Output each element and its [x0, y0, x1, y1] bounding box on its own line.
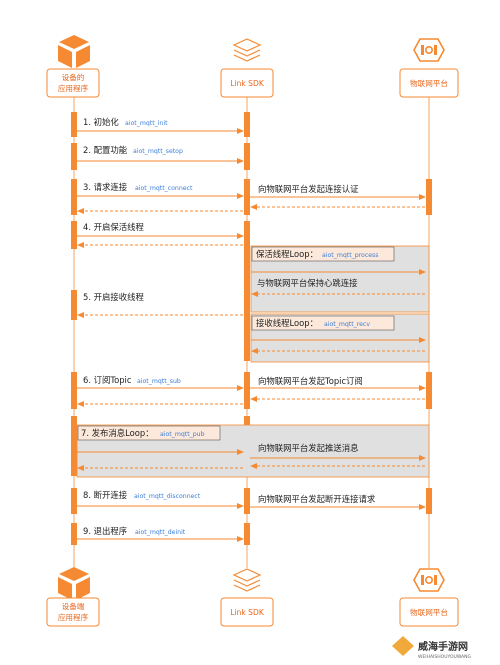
device-activation: [71, 221, 77, 249]
step4-label: 4. 开启保活线程: [83, 222, 145, 232]
step3-label: 3. 请求连接: [83, 182, 128, 192]
step9-api: aiot_mqtt_deinit: [135, 529, 186, 536]
device-activation: [71, 179, 77, 215]
watermark-text: 威海手游网: [418, 640, 468, 653]
platform-iot-icon: [413, 568, 445, 592]
device-participant-top: [46, 68, 100, 98]
step3-platform-msg: 向物联网平台发起连接认证: [258, 184, 359, 194]
platform-participant-top: [399, 68, 459, 98]
step7-platform-msg: 向物联网平台发起推送消息: [258, 443, 359, 453]
sdk-layers-icon: [232, 568, 262, 592]
step8-api: aiot_mqtt_disconnect: [134, 493, 201, 500]
device-label-line2: 应用程序: [58, 83, 89, 93]
platform-activation: [426, 372, 432, 409]
watermark-subtext: WEIHAISHOUYOUWANG: [418, 654, 471, 660]
sdk-activation: [244, 112, 250, 137]
sdk-participant-bottom: [220, 597, 274, 627]
platform-label-top: 物联网平台: [410, 78, 448, 88]
device-bottom-line2: 应用程序: [58, 612, 89, 622]
sdk-participant-top: [220, 68, 274, 98]
keepalive-platform-msg: 与物联网平台保持心跳连接: [257, 278, 358, 288]
sdk-label-bottom: Link SDK: [230, 608, 265, 617]
publish-loop-tab: [77, 425, 221, 441]
sdk-activation: [244, 179, 250, 215]
platform-label-bottom: 物联网平台: [410, 607, 448, 617]
step8-label: 8. 断开连接: [83, 490, 128, 500]
step6-platform-msg: 向物联网平台发起Topic订阅: [258, 376, 363, 386]
recv-loop-tab: [251, 315, 395, 331]
step6-label: 6. 订阅Topic: [83, 375, 132, 385]
step2-label: 2. 配置功能: [83, 145, 128, 155]
device-activation: [71, 488, 77, 514]
platform-iot-icon: [413, 38, 445, 62]
sdk-activation: [244, 221, 250, 361]
sdk-activation: [244, 372, 250, 409]
device-activation: [71, 372, 77, 409]
device-activation: [71, 143, 77, 170]
device-box-icon: [58, 35, 90, 68]
keepalive-loop-api: aiot_mqtt_process: [322, 252, 379, 259]
device-bottom-line1: 设备端: [62, 601, 85, 611]
sdk-activation: [244, 488, 250, 514]
publish-loop-api: aiot_mqtt_pub: [160, 431, 205, 438]
device-label-line1: 设备的: [62, 72, 85, 82]
sdk-label-top: Link SDK: [230, 79, 265, 88]
step1-label: 1. 初始化: [83, 117, 119, 127]
step6-api: aiot_mqtt_sub: [137, 378, 181, 385]
step9-label: 9. 退出程序: [83, 526, 127, 536]
recv-loop-api: aiot_mqtt_recv: [324, 321, 370, 328]
device-activation: [71, 290, 77, 320]
sdk-activation: [244, 143, 250, 170]
recv-loop-label: 接收线程Loop：: [256, 318, 318, 328]
platform-participant-bottom: [399, 597, 459, 627]
step2-api: aiot_mqtt_setop: [133, 148, 183, 155]
sdk-layers-icon: [232, 38, 262, 62]
keepalive-loop-tab: [251, 246, 395, 262]
watermark-logo-icon: [392, 636, 414, 656]
step1-api: aiot_mqtt_init: [125, 120, 168, 127]
device-activation: [71, 416, 77, 476]
device-activation: [71, 112, 77, 137]
step3-api: aiot_mqtt_connect: [135, 185, 193, 192]
platform-activation: [426, 488, 432, 514]
publish-loop-label: 7. 发布消息Loop：: [81, 428, 154, 438]
keepalive-loop-label: 保活线程Loop：: [256, 249, 318, 259]
step5-label: 5. 开启接收线程: [83, 292, 145, 302]
device-box-icon: [58, 567, 90, 600]
activation-bars: [71, 112, 432, 545]
device-activation: [71, 523, 77, 545]
sdk-activation: [244, 523, 250, 545]
step8-platform-msg: 向物联网平台发起断开连接请求: [258, 494, 376, 504]
platform-activation: [426, 179, 432, 215]
device-participant-bottom: [46, 597, 100, 627]
watermark: 威海手游网 WEIHAISHOUYOUWANG: [392, 636, 471, 660]
